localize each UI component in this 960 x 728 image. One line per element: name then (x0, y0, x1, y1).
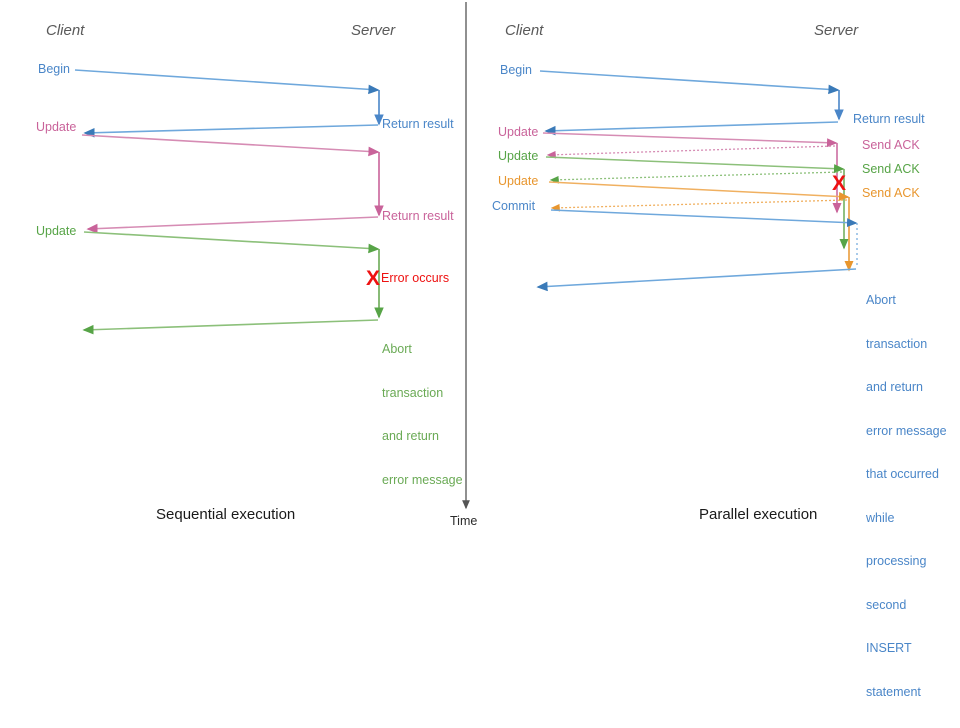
right-abort-line-9: INSERT (866, 641, 912, 655)
right-arrow-update-2 (545, 156, 845, 174)
right-abort-line-3: and return (866, 380, 923, 394)
left-arrow-update-2 (83, 231, 380, 254)
right-abort-line-10: statement (866, 684, 921, 699)
right-panel-caption: Parallel execution (699, 506, 818, 523)
left-abort-line-3: and return (382, 429, 439, 443)
left-abort-line-1: Abort (382, 342, 412, 356)
right-arrow-send-ack-3 (550, 199, 848, 212)
sequence-diagram-canvas: Client Server Begin Return result Update… (36, 2, 947, 699)
diagram-vector-layer (74, 2, 858, 510)
left-arrow-return-result-2 (86, 216, 379, 234)
left-label-begin: Begin (38, 62, 70, 76)
right-abort-line-1: Abort (866, 293, 896, 307)
right-client-header: Client (505, 22, 544, 39)
right-label-update-2: Update (498, 149, 539, 163)
left-arrow-update-1 (81, 134, 380, 157)
left-label-return-result-1: Return result (382, 117, 454, 131)
right-arrow-return-result (544, 121, 839, 136)
left-abort-line-2: transaction (382, 385, 444, 400)
right-abort-line-4: error message (866, 423, 947, 438)
right-abort-text-block: Abort transaction and return error messa… (866, 264, 947, 728)
left-client-header: Client (46, 22, 85, 39)
right-label-send-ack-3: Send ACK (862, 186, 920, 200)
right-server-header: Server (814, 22, 859, 39)
left-arrow-begin (74, 69, 380, 95)
left-arrow-abort-return (82, 319, 379, 335)
right-label-commit: Commit (492, 199, 536, 213)
left-error-x-icon: X (366, 267, 381, 290)
time-axis-label: Time (450, 514, 478, 528)
right-label-update-1: Update (498, 125, 539, 139)
right-arrow-send-ack-2 (549, 171, 843, 184)
left-label-update-1: Update (36, 120, 77, 134)
left-abort-line-4: error message (382, 472, 463, 487)
left-label-error-occurs: Error occurs (381, 271, 450, 285)
right-arrow-send-ack-1 (546, 145, 836, 159)
right-arrow-commit (550, 209, 858, 228)
right-abort-line-2: transaction (866, 336, 928, 351)
left-label-update-2: Update (36, 224, 77, 238)
left-server-header: Server (351, 22, 396, 39)
left-arrow-return-result-1 (83, 124, 379, 138)
right-arrow-update-1 (542, 132, 838, 148)
right-abort-line-8: second (866, 597, 907, 612)
right-label-send-ack-2: Send ACK (862, 162, 920, 176)
right-abort-line-6: while (866, 510, 895, 525)
right-label-return-result: Return result (853, 112, 925, 126)
right-abort-line-5: that occurred (866, 467, 939, 481)
right-label-send-ack-1: Send ACK (862, 138, 920, 152)
left-abort-text-block: Abort transaction and return error messa… (382, 313, 463, 516)
left-panel-caption: Sequential execution (156, 506, 296, 523)
right-label-update-3: Update (498, 174, 539, 188)
right-arrow-begin (539, 70, 840, 95)
right-arrow-abort-return (536, 268, 857, 292)
right-arrow-update-3 (548, 181, 850, 202)
right-abort-line-7: processing (866, 554, 927, 568)
right-label-begin: Begin (500, 63, 532, 77)
right-error-x-icon: X (832, 172, 847, 195)
left-label-return-result-2: Return result (382, 209, 454, 223)
